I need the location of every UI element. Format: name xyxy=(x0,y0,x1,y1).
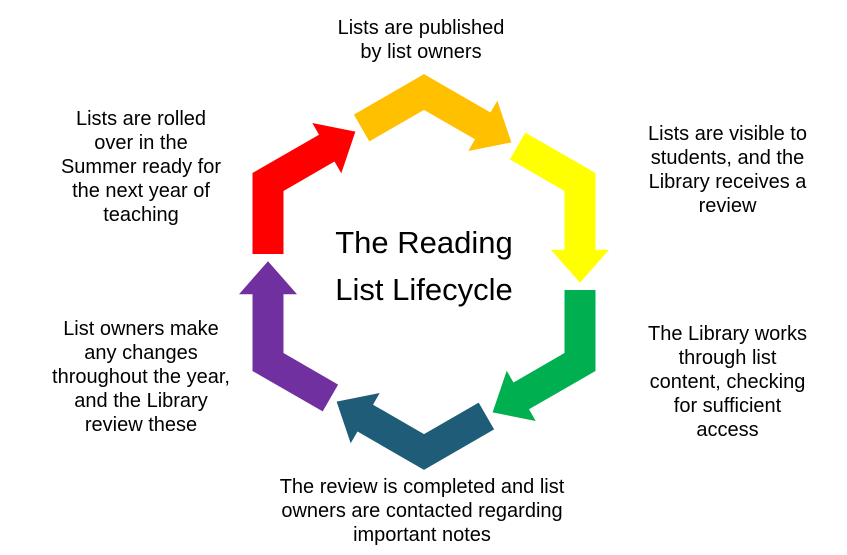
label-lists-visible: Lists are visible to students, and the L… xyxy=(648,123,807,217)
label-library-works: The Library works through list content, … xyxy=(648,323,807,441)
label-owners-changes: List owners make any changes throughout … xyxy=(52,318,230,436)
cycle-arrow-bottom xyxy=(336,393,495,470)
cycle-arrow-top xyxy=(353,74,512,151)
cycle-arrow-lower-left xyxy=(239,261,339,412)
cycle-arrow-lower-right xyxy=(492,290,596,421)
diagram-title: The Reading List Lifecycle xyxy=(335,225,513,307)
label-review-completed: The review is completed and list owners … xyxy=(279,476,565,546)
label-lists-rolled-over: Lists are rolled over in the Summer read… xyxy=(60,108,222,226)
cycle-arrow-upper-right xyxy=(509,132,609,283)
label-lists-published: Lists are published by list owners xyxy=(337,17,505,63)
cycle-arrow-upper-left xyxy=(252,123,356,254)
